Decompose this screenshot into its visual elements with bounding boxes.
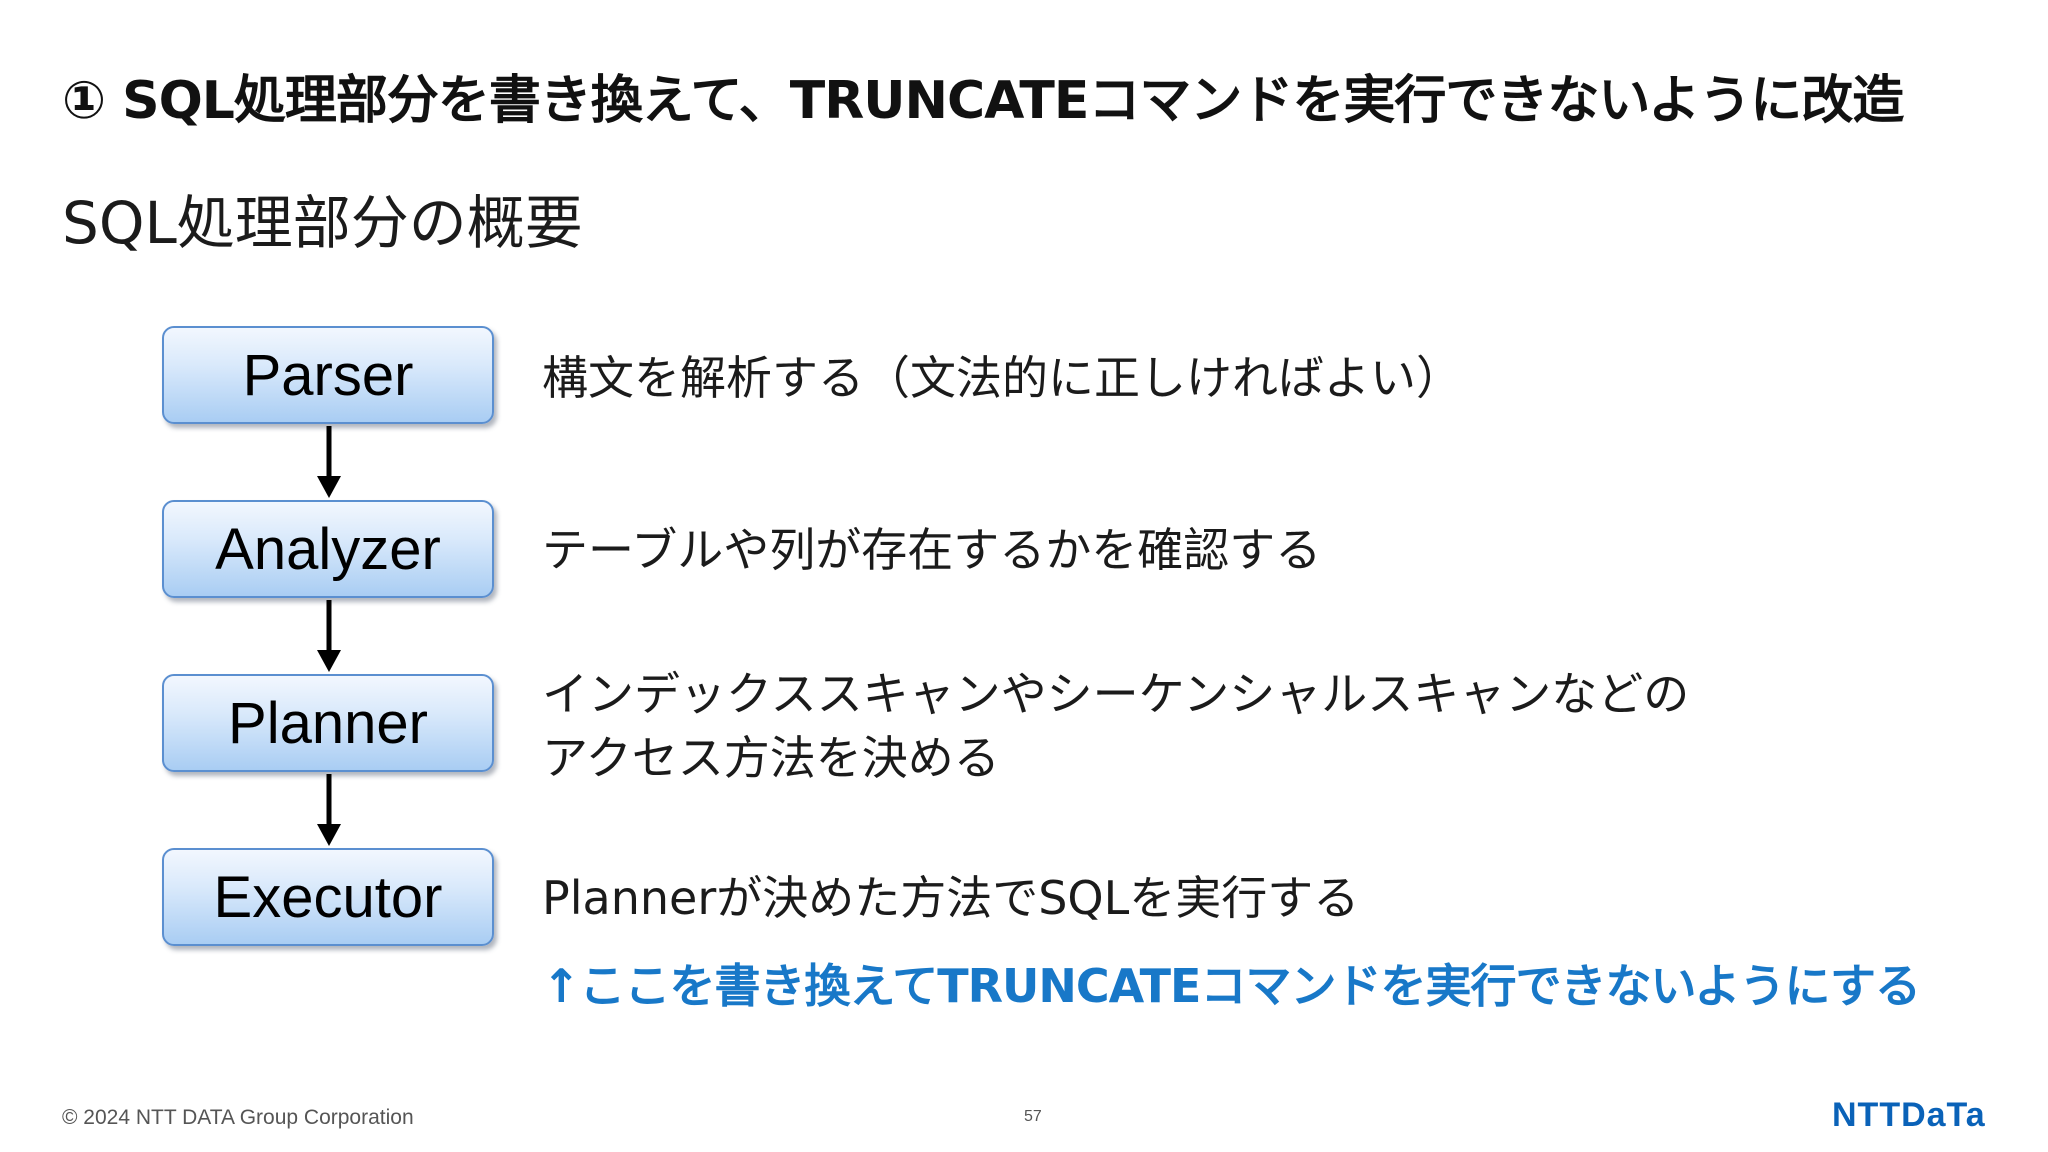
planner-description-line2: アクセス方法を決める xyxy=(542,731,1000,785)
arrow-down-icon xyxy=(317,426,341,498)
executor-box: Executor xyxy=(162,848,494,946)
analyzer-box: Analyzer xyxy=(162,500,494,598)
arrow-down-icon xyxy=(317,600,341,672)
parser-box: Parser xyxy=(162,326,494,424)
copyright: © 2024 NTT DATA Group Corporation xyxy=(62,1106,414,1129)
slide-subtitle: SQL処理部分の概要 xyxy=(62,189,583,257)
ntt-data-logo: NTTDaTa xyxy=(1832,1096,1986,1134)
parser-description: 構文を解析する（文法的に正しければよい） xyxy=(542,351,1462,405)
slide-title: ① SQL処理部分を書き換えて、TRUNCATEコマンドを実行できないように改造 xyxy=(62,71,1904,131)
analyzer-description: テーブルや列が存在するかを確認する xyxy=(542,523,1322,577)
executor-description: Plannerが決めた方法でSQLを実行する xyxy=(542,871,1360,925)
highlight-note: ↑ここを書き換えてTRUNCATEコマンドを実行できないようにする xyxy=(542,959,1921,1013)
planner-box: Planner xyxy=(162,674,494,772)
planner-description-line1: インデックススキャンやシーケンシャルスキャンなどの xyxy=(542,667,1690,721)
page-number: 57 xyxy=(1024,1108,1042,1125)
arrow-down-icon xyxy=(317,774,341,846)
